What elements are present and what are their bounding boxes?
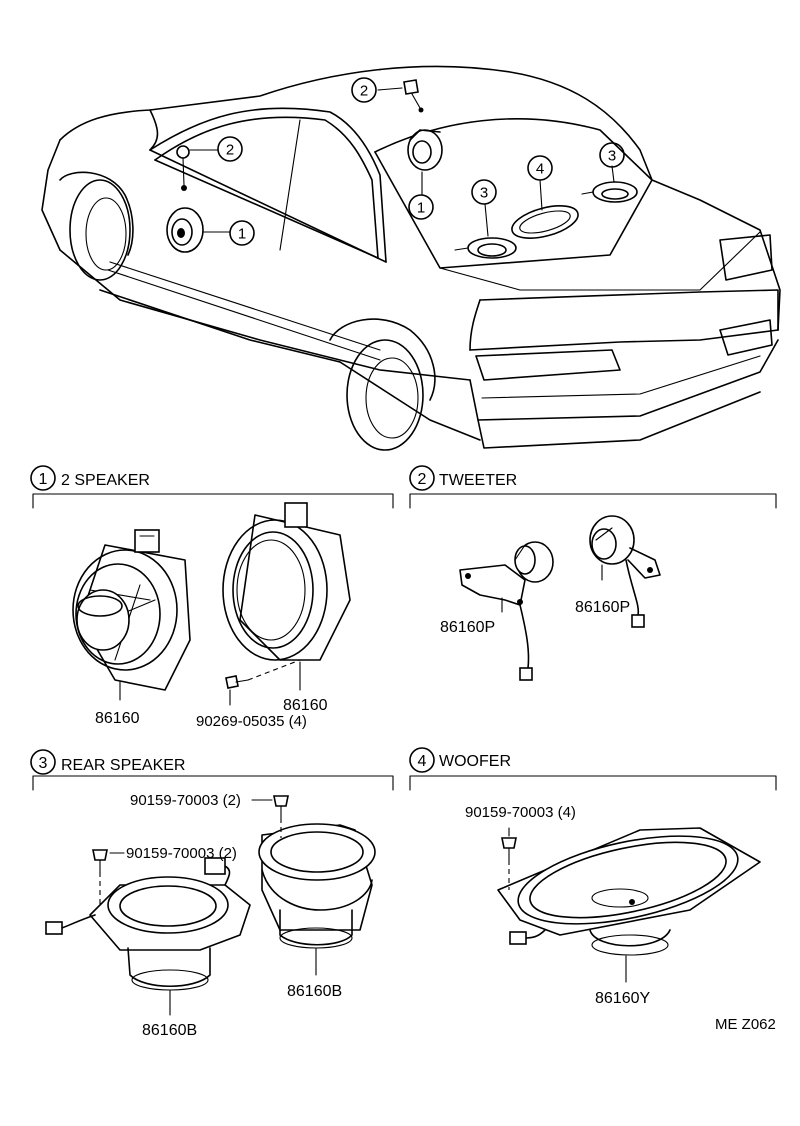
svg-text:4: 4 xyxy=(536,161,544,178)
callout-rear-speaker-left: 3 xyxy=(471,179,497,205)
callout-speaker-pillar: 1 xyxy=(408,194,434,220)
callout-speaker-door: 1 xyxy=(229,220,255,246)
svg-text:3: 3 xyxy=(39,755,48,772)
diagram-code: ME Z062 xyxy=(715,1016,776,1033)
section-header-rear-speaker: 3 REAR SPEAKER xyxy=(30,749,394,791)
part-number-woofer: 86160Y xyxy=(595,990,650,1007)
part-number-speaker-right: 86160 xyxy=(283,697,328,714)
woofer-86160y: 86160Y xyxy=(497,827,761,1007)
tweeter-86160p-left: 86160P xyxy=(440,541,554,681)
rear-speaker-86160b-left: 86160B xyxy=(45,857,251,1039)
part-number-speaker-left: 86160 xyxy=(95,710,140,727)
part-number-rear-screw-top: 90159-70003 (2) xyxy=(130,792,241,809)
woofer-screw: 90159-70003 (4) xyxy=(465,804,576,890)
section-title-woofer: WOOFER xyxy=(439,753,511,770)
car-overview-illustration xyxy=(41,65,781,451)
section-title-speaker: 2 SPEAKER xyxy=(61,472,150,489)
tweeter-86160p-right: 86160P xyxy=(575,515,661,628)
part-number-rear-speaker-right: 86160B xyxy=(287,983,342,1000)
rear-screw-top: 90159-70003 (2) xyxy=(130,792,289,838)
callout-rear-speaker-right: 3 xyxy=(599,142,625,168)
section-title-tweeter: TWEETER xyxy=(439,472,517,489)
callout-tweeter-pillar: 2 xyxy=(351,77,377,103)
section-header-tweeter: 2 TWEETER xyxy=(409,465,777,509)
section-title-rear-speaker: REAR SPEAKER xyxy=(61,757,185,774)
part-number-tweeter-right: 86160P xyxy=(575,599,630,616)
svg-text:2: 2 xyxy=(226,142,234,159)
svg-text:2: 2 xyxy=(418,471,427,488)
svg-text:1: 1 xyxy=(238,226,246,243)
part-number-woofer-screw: 90159-70003 (4) xyxy=(465,804,576,821)
screw-90269-05035: 90269-05035 (4) xyxy=(196,659,307,730)
part-number-tweeter-left: 86160P xyxy=(440,619,495,636)
speaker-86160-right: 86160 xyxy=(222,502,351,714)
callout-woofer: 4 xyxy=(527,155,553,181)
callout-tweeter-door: 2 xyxy=(217,136,243,162)
svg-text:3: 3 xyxy=(480,185,488,202)
svg-text:2: 2 xyxy=(360,83,368,100)
svg-text:3: 3 xyxy=(608,148,616,165)
speaker-86160-left: 86160 xyxy=(72,529,191,727)
section-header-woofer: 4 WOOFER xyxy=(409,747,777,791)
part-number-rear-speaker-left: 86160B xyxy=(142,1022,197,1039)
svg-text:4: 4 xyxy=(418,753,427,770)
svg-text:1: 1 xyxy=(39,471,48,488)
part-number-rear-screw-left: 90159-70003 (2) xyxy=(126,845,237,862)
svg-text:1: 1 xyxy=(417,200,425,217)
rear-screw-left: 90159-70003 (2) xyxy=(92,845,237,905)
section-header-speaker: 1 2 SPEAKER xyxy=(30,465,394,509)
rear-speaker-86160b-right: 86160B xyxy=(258,823,376,1000)
part-number-screw-front: 90269-05035 (4) xyxy=(196,713,307,730)
